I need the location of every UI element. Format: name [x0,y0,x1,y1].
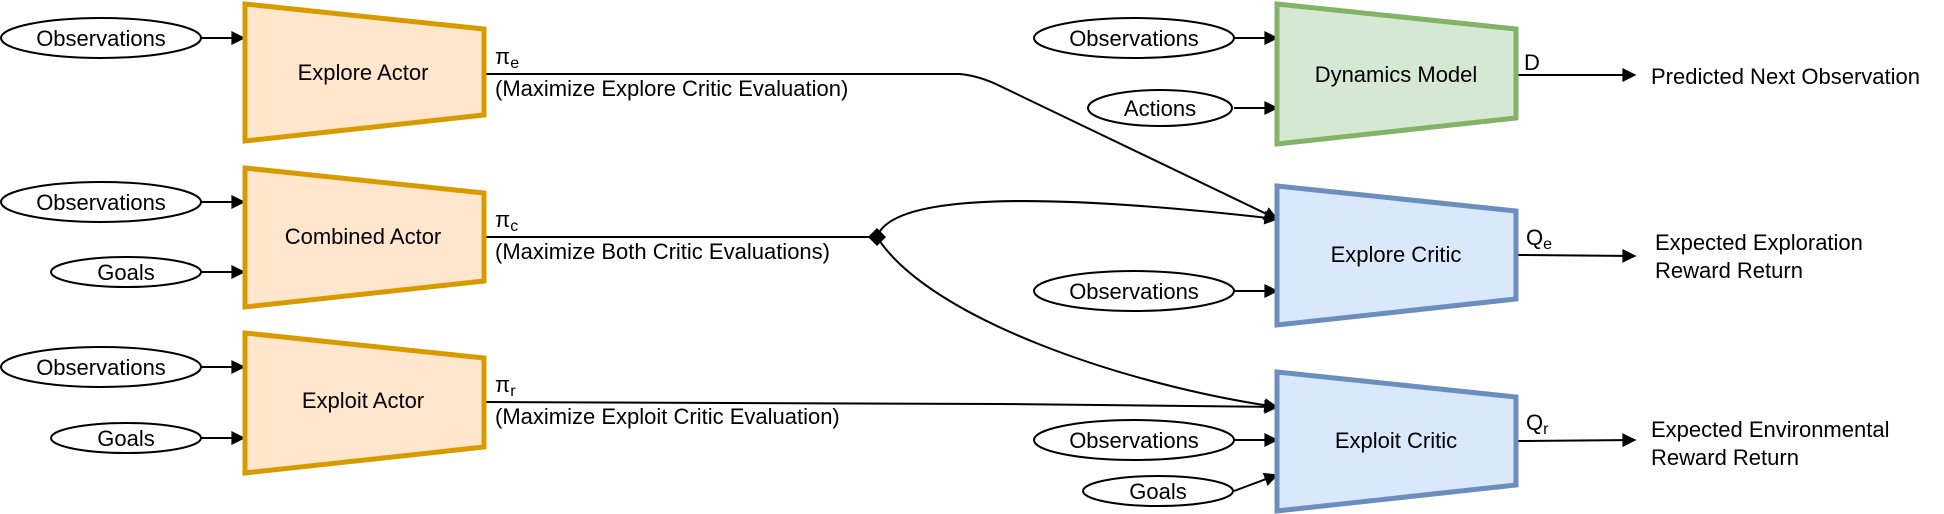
exploit-q-symbol: Qr [1526,410,1549,438]
explore-critic-observations-input: Observations [1033,270,1235,312]
dynamics-observations-input: Observations [1033,17,1235,59]
ellipse-label: Goals [97,260,154,285]
edge-goals-to-exploit-critic [1233,472,1279,492]
ellipse-label: Goals [1129,479,1186,504]
dynamics-model-block: Dynamics Model [1274,1,1519,147]
explore-policy-note: (Maximize Explore Critic Evaluation) [495,76,848,101]
ellipse-label: Observations [36,190,166,215]
edge-combined-to-explore-critic [876,200,1279,238]
exploit-critic-block: Exploit Critic [1274,369,1519,514]
exploit-policy-note: (Maximize Exploit Critic Evaluation) [495,404,840,429]
dynamics-output-label: Predicted Next Observation [1651,64,1920,89]
combined-policy-symbol: πc [495,207,518,235]
exploit-actor-observations-input: Observations [0,346,202,388]
explore-actor-observations-input: Observations [0,17,202,59]
dynamics-actions-input: Actions [1087,89,1233,127]
block-label: Explore Actor [298,60,429,85]
input-ellipses: Observations Observations Goals Observat… [0,17,1235,507]
block-label: Exploit Critic [1335,428,1457,453]
explore-policy-symbol: πe [495,44,519,72]
block-label: Combined Actor [285,224,442,249]
explore-actor-block: Explore Actor [242,1,487,144]
output-labels: D Predicted Next Observation Qe Expected… [1524,50,1920,470]
explore-output-label-line1: Expected Exploration [1655,230,1863,255]
combined-actor-observations-input: Observations [0,181,202,223]
ellipse-label: Goals [97,426,154,451]
ellipse-label: Observations [1069,26,1199,51]
ellipse-label: Observations [36,26,166,51]
block-label: Dynamics Model [1315,62,1478,87]
combined-actor-block: Combined Actor [242,165,487,310]
block-label: Exploit Actor [302,388,424,413]
ellipse-label: Actions [1124,96,1196,121]
blocks: Explore Actor Combined Actor Exploit Act… [242,1,1519,514]
explore-output-label-line2: Reward Return [1655,258,1803,283]
exploit-actor-block: Exploit Actor [242,330,487,476]
edge-exploit-policy [485,399,1279,414]
dynamics-output-symbol: D [1524,50,1540,75]
edge-explore-critic-output [1517,248,1637,263]
edge-exploit-critic-output [1517,433,1637,448]
explore-q-symbol: Qe [1526,225,1552,253]
ellipse-label: Observations [1069,279,1199,304]
edge-explore-policy [486,73,1279,220]
ellipse-label: Observations [36,355,166,380]
combined-policy-note: (Maximize Both Critic Evaluations) [495,239,830,264]
exploit-critic-observations-input: Observations [1033,419,1235,461]
exploit-actor-goals-input: Goals [50,422,202,454]
ellipse-label: Observations [1069,428,1199,453]
edge-combined-to-exploit-critic [876,236,1279,413]
explore-critic-block: Explore Critic [1274,183,1519,328]
exploit-policy-symbol: πr [495,372,516,400]
edges [201,31,1637,492]
exploit-output-label-line2: Reward Return [1651,445,1799,470]
policy-labels: πe (Maximize Explore Critic Evaluation) … [495,44,848,429]
exploit-output-label-line1: Expected Environmental [1651,417,1889,442]
combined-actor-goals-input: Goals [50,256,202,288]
block-label: Explore Critic [1331,242,1462,267]
exploit-critic-goals-input: Goals [1082,475,1234,507]
junction-diamond [868,228,886,246]
